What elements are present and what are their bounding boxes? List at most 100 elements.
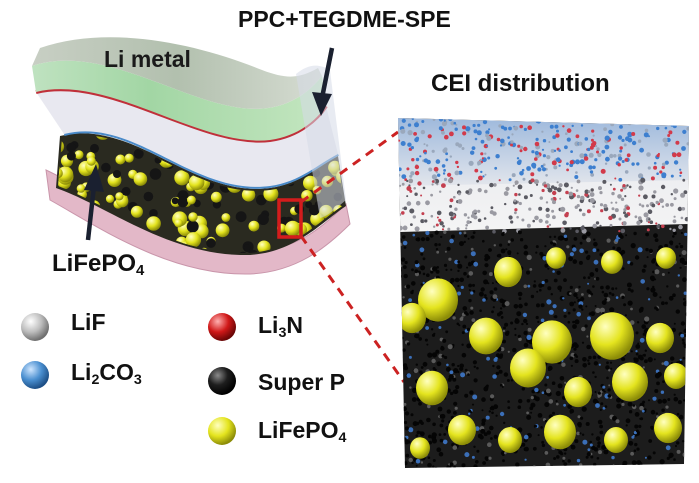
cei-molecule: [437, 173, 441, 177]
cei-molecule: [433, 166, 439, 172]
cei-molecule: [587, 282, 590, 285]
cei-molecule: [613, 154, 617, 158]
cei-molecule: [627, 260, 631, 265]
cei-molecule: [680, 333, 685, 338]
cei-molecule: [587, 316, 591, 321]
cathode-arrow-head: [84, 164, 104, 192]
cei-molecule: [595, 145, 598, 148]
cei-molecule: [538, 206, 543, 211]
cei-molecule: [476, 449, 480, 453]
cei-molecule: [542, 163, 546, 167]
cei-molecule: [635, 344, 641, 349]
cei-molecule: [673, 215, 676, 218]
cei-molecule: [514, 180, 519, 185]
cei-molecule: [490, 437, 493, 440]
cei-molecule: [466, 266, 469, 269]
cei-molecule: [627, 287, 631, 292]
cei-molecule: [464, 452, 470, 458]
cei-molecule: [553, 278, 558, 283]
cei-molecule: [632, 434, 635, 437]
legend-label-li3n: Li3N: [258, 312, 303, 340]
cei-molecule: [453, 368, 459, 374]
cathode-particle: [174, 170, 190, 186]
legend-marker-li3n: [208, 313, 236, 341]
cei-molecule: [594, 158, 598, 162]
cei-molecule: [399, 439, 405, 445]
cei-molecule: [454, 406, 458, 410]
cei-molecule: [406, 186, 412, 191]
legend-markers: [21, 313, 236, 445]
cei-molecule: [606, 376, 609, 380]
cei-molecule: [655, 222, 658, 225]
cei-molecule: [645, 232, 649, 237]
cathode-particle: [339, 146, 344, 153]
cei-molecule: [522, 312, 528, 318]
cei-molecule: [446, 363, 449, 367]
legend-marker-li2co3: [21, 361, 49, 389]
cei-molecule: [553, 457, 557, 460]
cei-molecule: [599, 430, 604, 435]
cei-molecule: [487, 156, 491, 160]
cei-molecule: [640, 279, 645, 284]
cei-molecule: [579, 248, 584, 254]
cei-molecule: [430, 193, 433, 197]
cei-molecule: [636, 162, 640, 166]
cei-molecule: [635, 352, 639, 356]
cei-molecule: [605, 365, 610, 370]
legend-text-part: Super P: [258, 369, 345, 395]
cei-molecule: [406, 284, 411, 289]
legend-label-lif: LiF: [71, 309, 106, 336]
cei-molecule: [483, 432, 488, 437]
cei-molecule: [585, 255, 591, 261]
cei-molecule: [472, 123, 476, 128]
cei-molecule: [617, 163, 621, 167]
cei-molecule: [585, 250, 589, 254]
cei-molecule: [457, 364, 460, 368]
cei-molecule: [627, 121, 632, 126]
cei-molecule: [614, 177, 617, 180]
cei-molecule: [677, 206, 683, 212]
cei-molecule: [587, 359, 590, 362]
cei-molecule: [552, 242, 557, 247]
cei-molecule: [531, 150, 535, 154]
cei-molecule: [523, 284, 528, 289]
cei-molecule: [434, 230, 439, 235]
cei-molecule: [685, 311, 689, 317]
cei-molecule: [504, 322, 509, 327]
cei-molecule: [635, 350, 638, 353]
cei-molecule: [621, 295, 625, 299]
cei-molecule: [470, 214, 475, 218]
cei-molecule: [477, 209, 481, 213]
cei-molecule: [465, 227, 468, 230]
cei-molecule: [687, 202, 689, 206]
cei-molecule: [441, 354, 445, 358]
cei-molecule: [442, 148, 448, 154]
label-cathode: LiFePO4: [52, 250, 144, 279]
cei-molecule: [454, 259, 459, 265]
cei-molecule: [627, 131, 633, 137]
cei-molecule: [681, 250, 687, 256]
cei-molecule: [647, 455, 652, 460]
cei-molecule: [430, 214, 434, 218]
cei-molecule: [620, 249, 626, 255]
cei-molecule: [470, 251, 476, 257]
cei-molecule: [605, 297, 611, 302]
cei-molecule: [586, 452, 591, 457]
cei-molecule: [541, 130, 544, 133]
legend-label-superp: Super P: [258, 369, 345, 396]
cei-molecule: [425, 236, 430, 242]
cei-molecule: [533, 280, 536, 283]
cei-molecule: [491, 282, 494, 285]
cei-molecule: [537, 434, 540, 437]
cei-molecule: [531, 389, 536, 394]
cei-molecule: [536, 290, 539, 293]
cei-molecule: [544, 279, 549, 283]
cei-molecule: [553, 315, 556, 318]
cei-molecule: [680, 321, 686, 326]
cei-molecule: [445, 366, 451, 372]
cei-molecule: [470, 291, 474, 295]
cei-molecule: [510, 379, 513, 382]
cei-molecule: [428, 434, 432, 439]
cei-molecule: [481, 157, 484, 160]
cei-molecule: [679, 244, 684, 249]
